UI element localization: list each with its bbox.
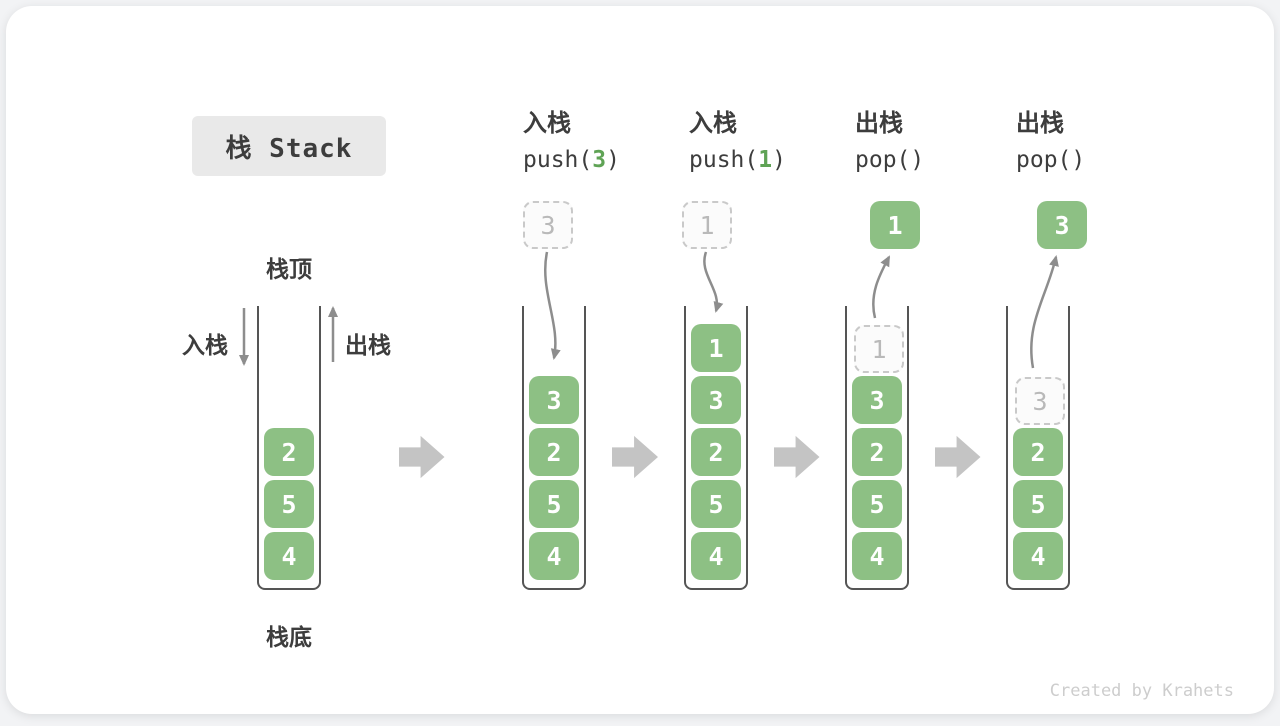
operation-code-text: pop() bbox=[855, 147, 925, 173]
stack-item: 1 bbox=[691, 324, 741, 372]
popped-value-box: 3 bbox=[1037, 201, 1087, 249]
stack-item: 5 bbox=[852, 480, 902, 528]
operation-label: 入栈 bbox=[689, 110, 737, 137]
operation-code-text: pop() bbox=[1016, 147, 1086, 173]
stack-item: 5 bbox=[529, 480, 579, 528]
stack-container-stack-after-pop-1 bbox=[845, 306, 909, 590]
column-header-stack-after-push-1: 入栈 push(1) bbox=[689, 110, 786, 174]
popped-value-box: 1 bbox=[870, 201, 920, 249]
next-state-arrow bbox=[398, 435, 445, 479]
pop-direction-label: 出栈 bbox=[345, 332, 391, 358]
stack-container-stack-initial bbox=[257, 306, 321, 590]
stack-item: 2 bbox=[691, 428, 741, 476]
diagram-title: 栈 Stack bbox=[192, 116, 386, 176]
operation-code-text: ) bbox=[772, 147, 786, 173]
operation-label: 出栈 bbox=[1016, 110, 1064, 137]
operation-argument: 1 bbox=[758, 147, 773, 173]
stack-item: 3 bbox=[852, 376, 902, 424]
operation-code: push(1) bbox=[689, 146, 786, 174]
operation-label: 出栈 bbox=[855, 110, 903, 137]
stack-item-ghost: 3 bbox=[1015, 377, 1065, 425]
operation-argument: 3 bbox=[592, 147, 607, 173]
operation-code-text: push( bbox=[523, 147, 593, 173]
stack-container-stack-after-push-1 bbox=[684, 306, 748, 590]
stack-item: 4 bbox=[1013, 532, 1063, 580]
stack-item: 4 bbox=[529, 532, 579, 580]
operation-code: pop() bbox=[855, 146, 924, 174]
next-state-arrow bbox=[773, 435, 820, 479]
operation-code-text: push( bbox=[689, 147, 759, 173]
stack-item: 3 bbox=[529, 376, 579, 424]
stack-item: 2 bbox=[264, 428, 314, 476]
push-motion-arrow bbox=[703, 251, 724, 313]
arrows-layer bbox=[239, 251, 1059, 369]
column-header-stack-after-pop-1: 出栈 pop() bbox=[855, 110, 924, 174]
column-header-stack-after-push-3: 入栈 push(3) bbox=[523, 110, 620, 174]
operation-code: pop() bbox=[1016, 146, 1085, 174]
column-header-stack-after-pop-3: 出栈 pop() bbox=[1016, 110, 1085, 174]
next-state-arrow bbox=[612, 435, 658, 479]
stack-bottom-label: 栈底 bbox=[266, 624, 312, 650]
stack-item: 5 bbox=[691, 480, 741, 528]
watermark: Created by Krahets bbox=[1049, 681, 1234, 701]
diagram-title-text: 栈 Stack bbox=[225, 133, 353, 164]
operation-code-text: ) bbox=[606, 147, 620, 173]
operation-label: 入栈 bbox=[523, 110, 571, 137]
stack-item: 2 bbox=[1013, 428, 1063, 476]
stack-item-ghost: 1 bbox=[854, 325, 904, 373]
stack-container-stack-after-pop-3 bbox=[1006, 306, 1070, 590]
push-value-box: 3 bbox=[523, 201, 573, 249]
stack-item: 5 bbox=[264, 480, 314, 528]
stack-container-stack-after-push-3 bbox=[522, 306, 586, 590]
push-value-box: 1 bbox=[682, 201, 732, 249]
stack-item: 4 bbox=[852, 532, 902, 580]
stack-item: 2 bbox=[852, 428, 902, 476]
stack-item: 4 bbox=[264, 532, 314, 580]
stack-item: 4 bbox=[691, 532, 741, 580]
stack-item: 3 bbox=[691, 376, 741, 424]
push-direction-label: 入栈 bbox=[182, 332, 228, 358]
stack-item: 2 bbox=[529, 428, 579, 476]
operation-code: push(3) bbox=[523, 146, 620, 174]
stack-top-label: 栈顶 bbox=[266, 256, 312, 282]
stack-item: 5 bbox=[1013, 480, 1063, 528]
next-state-arrow bbox=[934, 435, 981, 479]
